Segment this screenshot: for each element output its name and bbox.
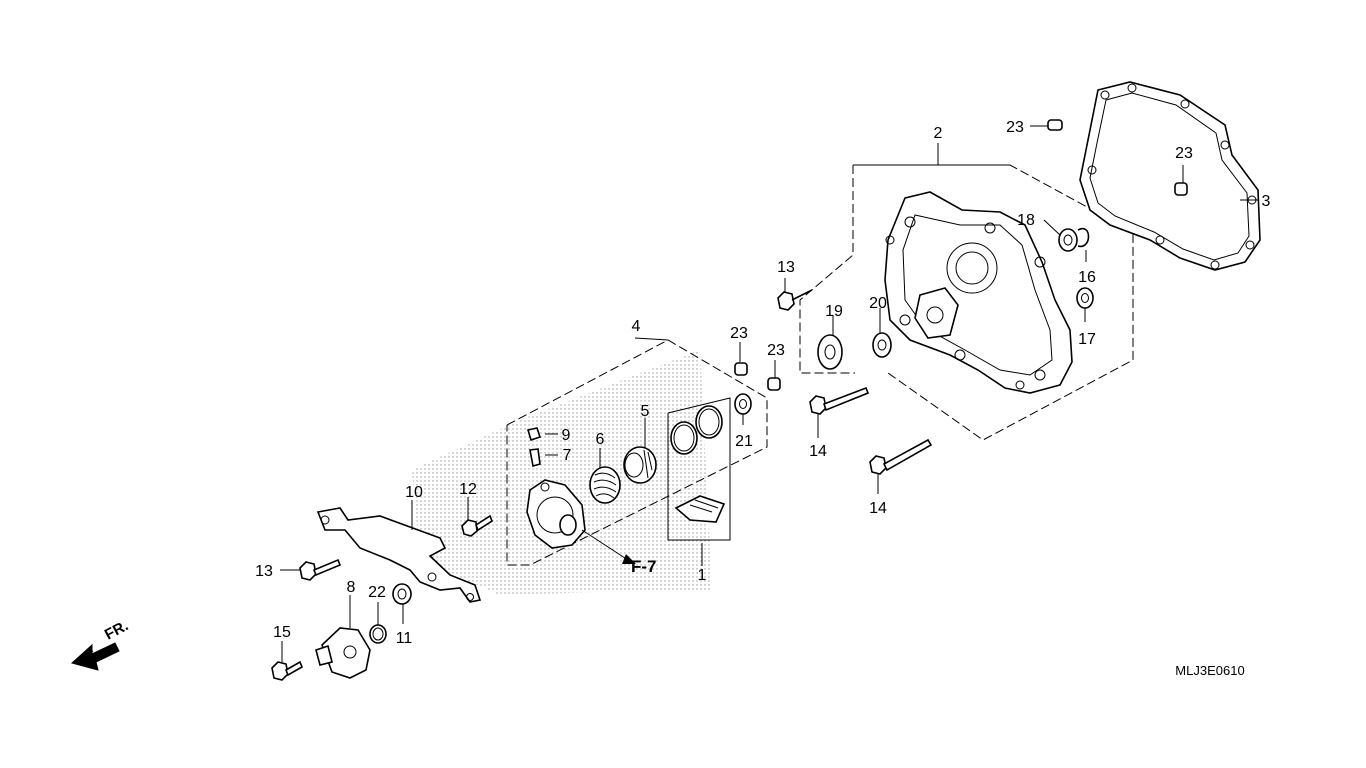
diagram-code: MLJ3E0610 (1175, 663, 1244, 678)
callout-15: 15 (273, 624, 291, 641)
callout-9: 9 (562, 427, 571, 444)
callout-23: 23 (1175, 145, 1193, 162)
callout-7: 7 (563, 447, 572, 464)
o-rings (670, 405, 726, 523)
bearings-seals (734, 227, 1094, 415)
callout-14: 14 (809, 443, 827, 460)
callout-1: 1 (698, 567, 707, 584)
group-outline-2 (799, 164, 1134, 441)
sensor (315, 583, 412, 679)
callout-11: 11 (396, 630, 413, 647)
callout-8: 8 (347, 579, 356, 596)
callout-13: 13 (255, 563, 273, 580)
reference-tag-f7: F-7 (631, 557, 657, 576)
front-indicator-label: FR. (102, 617, 131, 643)
cover-housing (884, 191, 1073, 394)
stipple-shading (412, 350, 712, 595)
callout-6: 6 (596, 431, 605, 448)
callout-14: 14 (869, 500, 887, 517)
callout-16: 16 (1078, 269, 1096, 286)
gasket (1079, 81, 1261, 271)
pump-assembly (526, 427, 657, 549)
callout-17: 17 (1078, 331, 1096, 348)
callout-22: 22 (368, 584, 386, 601)
callout-2: 2 (934, 125, 943, 142)
group-outline-4 (506, 337, 768, 566)
bracket (316, 507, 482, 603)
bolts (271, 289, 933, 681)
callout-19: 19 (825, 303, 843, 320)
callout-20: 20 (869, 295, 887, 312)
callout-3: 3 (1262, 193, 1271, 210)
leader-lines (280, 125, 1258, 662)
callout-10: 10 (405, 484, 423, 501)
callout-18: 18 (1017, 212, 1035, 229)
callout-21: 21 (735, 433, 753, 450)
front-arrow (70, 642, 120, 671)
kit-box-1 (667, 397, 731, 541)
callout-12: 12 (459, 481, 477, 498)
callout-23: 23 (1006, 119, 1024, 136)
callout-23: 23 (730, 325, 748, 342)
callout-4: 4 (632, 318, 641, 335)
callout-13: 13 (777, 259, 795, 276)
callout-23: 23 (767, 342, 785, 359)
dowel-pins (734, 119, 1188, 391)
callout-5: 5 (641, 403, 650, 420)
